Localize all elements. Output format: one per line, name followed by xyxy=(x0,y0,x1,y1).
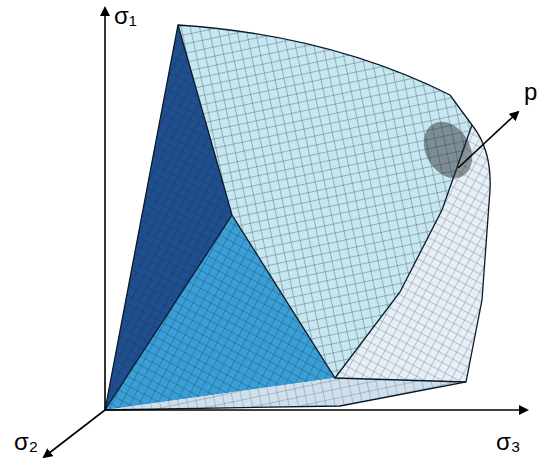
axis-label: p xyxy=(524,80,537,104)
axis-label: σ₁ xyxy=(114,4,137,28)
surface-face xyxy=(105,378,466,410)
axis xyxy=(105,409,527,411)
hydrostatic-axis xyxy=(458,112,518,168)
axis-label: σ₃ xyxy=(496,430,521,454)
axis-label: σ₂ xyxy=(14,430,38,454)
axis xyxy=(44,410,105,457)
axis xyxy=(104,8,106,410)
